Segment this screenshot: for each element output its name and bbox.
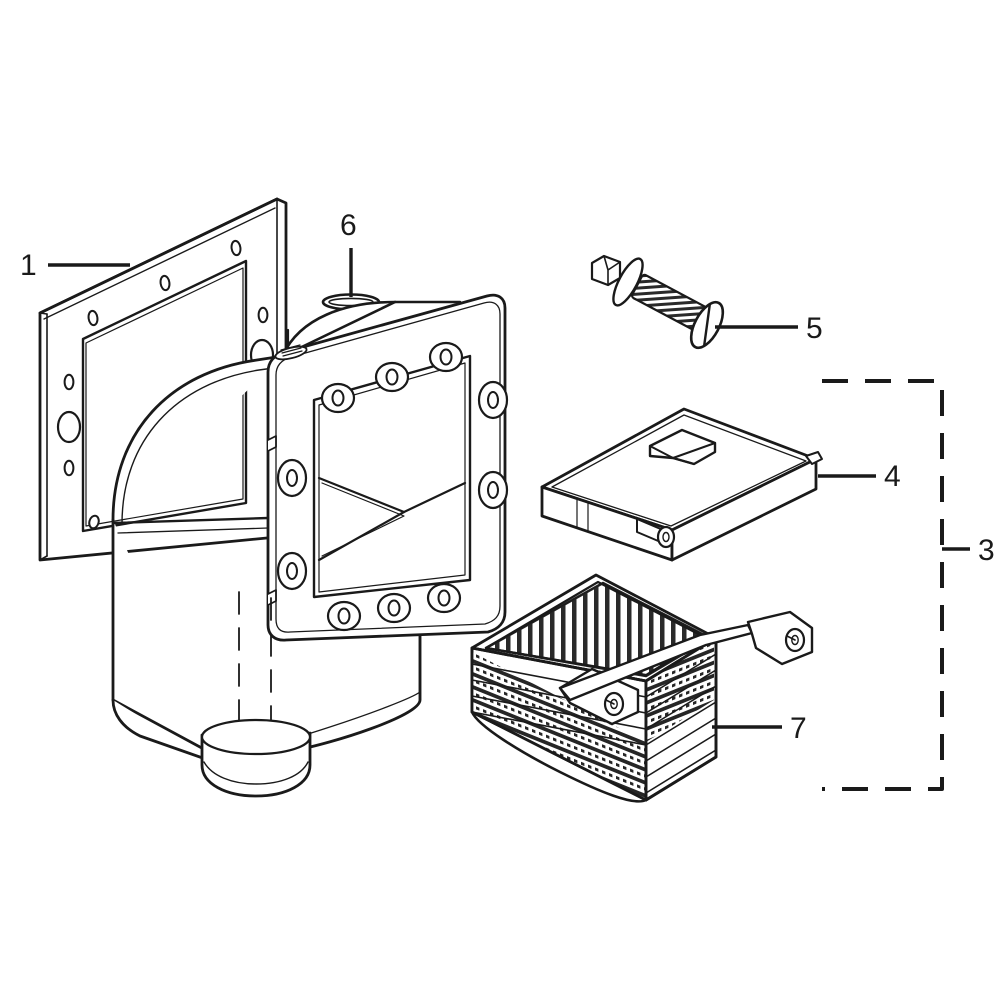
part-weir-flap-door [540, 407, 823, 562]
callout-label-3: 3 [978, 534, 995, 567]
callout-label-6: 6 [340, 209, 357, 242]
callout-label-5: 5 [806, 312, 823, 345]
housing-drain-port [200, 718, 312, 798]
part-screw-washer-nut-assembly [590, 254, 725, 350]
part-filter-basket [470, 573, 814, 803]
housing-screw-boss [274, 328, 308, 361]
callout-label-1: 1 [20, 249, 37, 282]
part-skimmer-housing-body [111, 293, 509, 798]
callout-label-4: 4 [884, 460, 901, 493]
flange-bolt-bosses [276, 341, 509, 632]
kit-group-bracket [822, 379, 944, 791]
callout-label-7: 7 [790, 712, 807, 745]
